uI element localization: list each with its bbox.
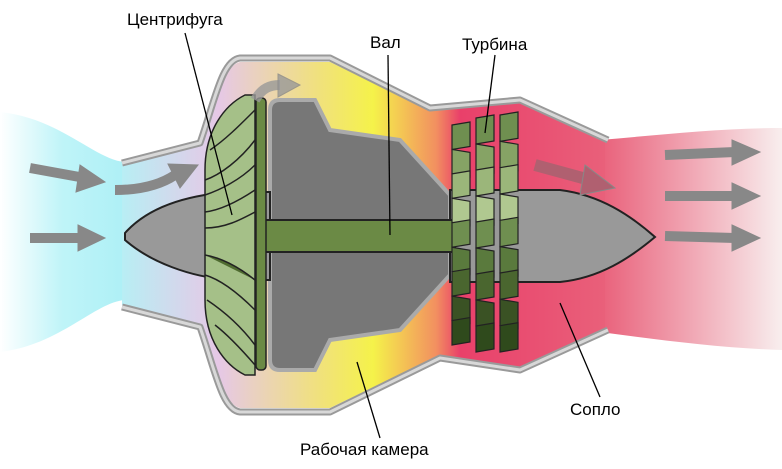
turbine-blade (451, 267, 471, 297)
arrow-icon (75, 164, 107, 193)
arrow-icon (579, 164, 617, 196)
shaft (239, 219, 456, 253)
casing-top-outline (121, 56, 609, 165)
turbine-blades (451, 111, 519, 353)
turbine-blade (475, 322, 495, 353)
label-combustion-chamber: Рабочая камера (300, 440, 429, 459)
turbine-blade (451, 121, 471, 151)
turbine-blade (475, 166, 495, 197)
turbine-blade (475, 270, 495, 301)
arrow-icon (533, 159, 592, 186)
arrow-icon (731, 224, 762, 252)
turbine-blade (451, 316, 471, 346)
arrow-icon (114, 170, 178, 195)
arrow-icon (731, 139, 762, 166)
turbine-blade (475, 218, 495, 249)
label-shaft: Вал (370, 33, 401, 52)
arrow-icon (167, 163, 200, 189)
turbine-blade (451, 170, 471, 200)
leader-lines (184, 32, 601, 439)
flow-arrows (29, 73, 762, 252)
casing-bottom-outline (121, 305, 609, 414)
turbine-blade (499, 269, 519, 301)
arrow-icon (664, 147, 736, 160)
label-centrifuge: Центрифуга (127, 10, 223, 29)
arrow-icon (664, 231, 736, 243)
centrifuge-impeller (204, 94, 267, 376)
turbine-blade (499, 111, 519, 143)
turbine-blade (499, 216, 519, 248)
arrow-icon (731, 182, 762, 210)
arrow-icon (77, 224, 107, 252)
label-turbine: Турбина (462, 35, 528, 54)
label-nozzle: Сопло (570, 400, 621, 419)
turbine-blade (451, 219, 471, 248)
turbine-blade (499, 321, 519, 353)
turbine-blade (499, 163, 519, 195)
intake-airflow (0, 112, 125, 352)
arrow-icon (29, 163, 86, 183)
arrow-icon (277, 73, 302, 98)
